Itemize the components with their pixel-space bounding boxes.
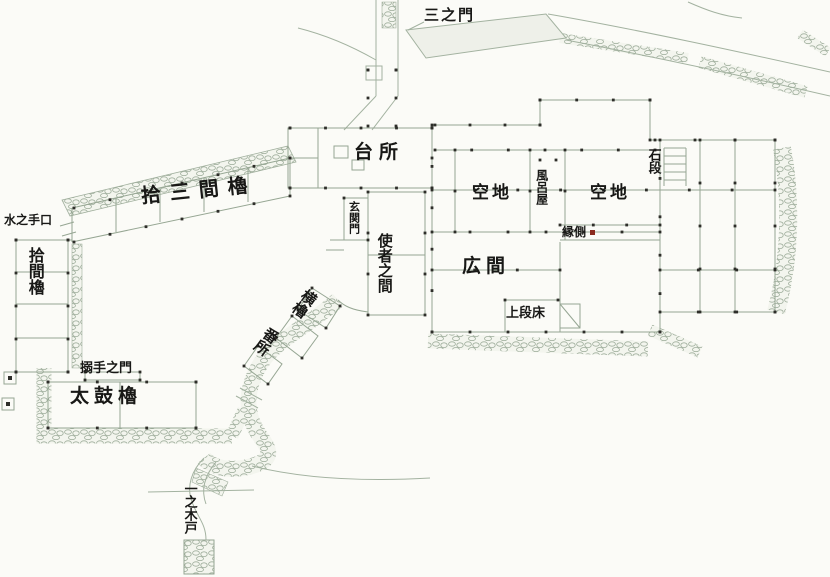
red-marker	[590, 230, 595, 235]
label-sannomon-gate: 三之門	[424, 6, 476, 24]
label-open-ground-right: 空地	[590, 183, 630, 203]
label-open-ground-left: 空地	[472, 183, 512, 203]
label-kitchen: 台所	[354, 141, 405, 163]
label-raised-floor: 上段床	[506, 306, 546, 321]
label-drum-turret: 太鼓櫓	[70, 385, 143, 407]
label-bath-house: 風呂屋	[534, 169, 549, 205]
label-veranda: 縁側	[562, 225, 587, 239]
label-entrance-gate: 玄関門	[347, 201, 361, 234]
label-jukken-turret: 拾間櫓	[25, 247, 45, 295]
label-water-gate: 水之手口	[4, 213, 53, 227]
label-rear-gate: 搦手之門	[80, 361, 133, 376]
roads-and-contours	[147, 0, 830, 541]
label-first-wooden-gate: 一之木戸	[181, 482, 197, 534]
label-stone-steps: 石段	[645, 148, 661, 174]
label-great-hall: 広間	[462, 255, 511, 277]
label-messenger-room: 使者之間	[375, 233, 394, 293]
pillar-grid-dots	[14, 68, 777, 430]
